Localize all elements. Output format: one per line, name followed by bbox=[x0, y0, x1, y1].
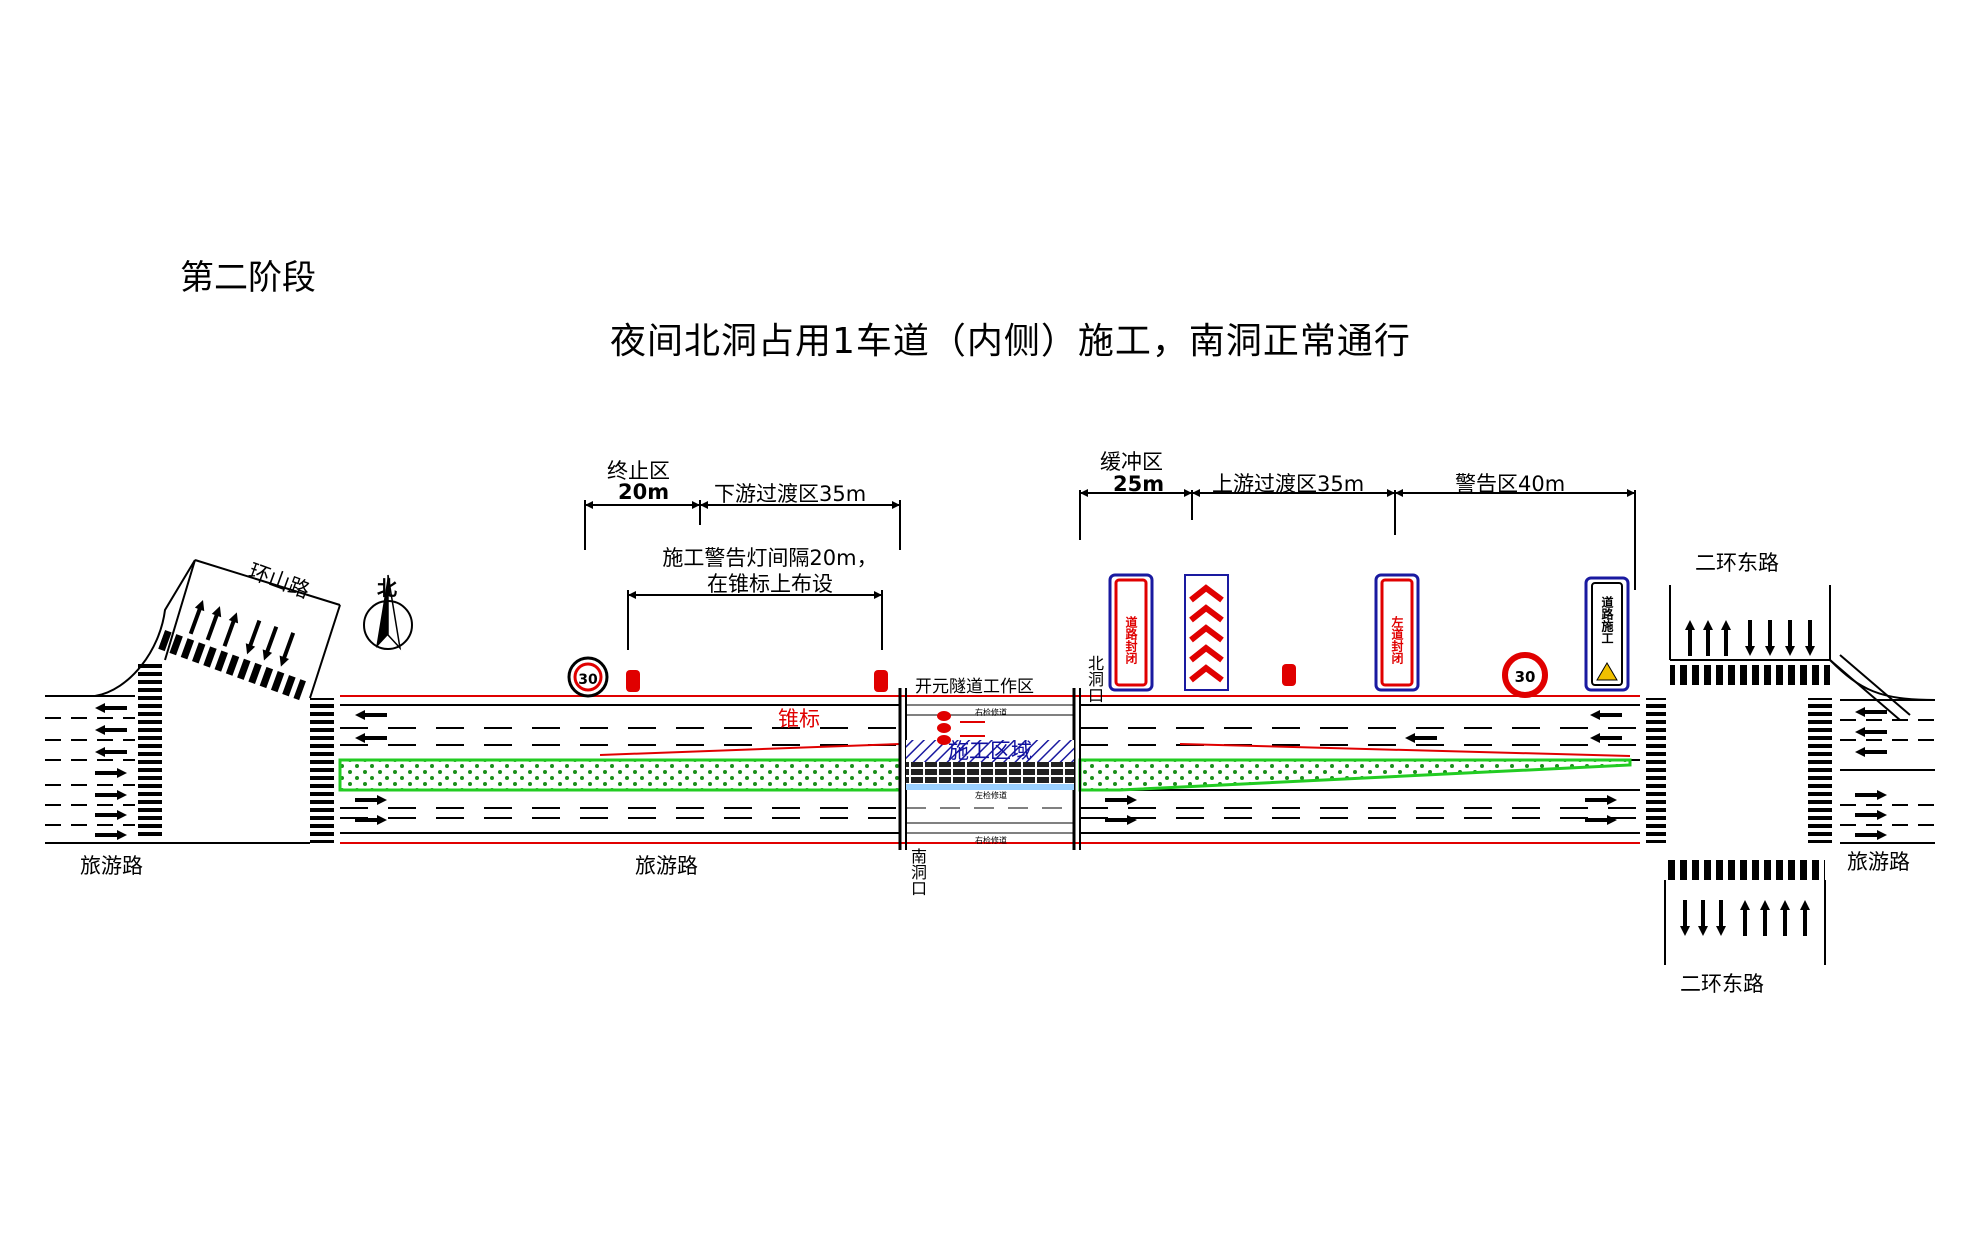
tunnel-wall bbox=[906, 762, 1074, 784]
upstream-taper-label: 上游过渡区35m bbox=[1212, 472, 1365, 496]
construction-zone-hatch bbox=[906, 740, 1074, 762]
left-lane-closed-sign-icon: 左道封闭 bbox=[1374, 573, 1420, 692]
termination-zone-label: 终止区 bbox=[607, 459, 670, 483]
warning-lamp-icon bbox=[626, 664, 1296, 692]
right-intersection bbox=[1664, 585, 1936, 965]
chevron-board-icon bbox=[1184, 574, 1229, 691]
diagram-title: 夜间北洞占用1车道（内侧）施工，南洞正常通行 bbox=[610, 321, 1411, 362]
traffic-cone-icon bbox=[937, 711, 951, 745]
crosswalk-right-south bbox=[1665, 860, 1825, 880]
dimension-lines bbox=[584, 490, 1636, 650]
svg-text:道路施工: 道路施工 bbox=[1600, 595, 1614, 644]
lamp-note-line2: 在锥标上布设 bbox=[707, 572, 833, 596]
crosswalk-left-east bbox=[310, 698, 334, 843]
work-area-label: 开元隧道工作区 bbox=[915, 677, 1034, 697]
svg-text:30: 30 bbox=[578, 672, 598, 688]
lvyou-road-mid-label: 旅游路 bbox=[635, 854, 698, 878]
crosswalk-right-north bbox=[1670, 665, 1830, 685]
south-portal-label: 南洞口 bbox=[908, 848, 927, 896]
speed-limit-sign-icon: 30 bbox=[1502, 652, 1548, 698]
road-closed-sign-icon: 道路封闭 bbox=[1108, 573, 1154, 692]
compass-label: 北 bbox=[377, 576, 397, 600]
buffer-zone-length: 25m bbox=[1113, 472, 1165, 496]
north-arrow-icon bbox=[363, 574, 413, 651]
north-portal-label: 北洞口 bbox=[1085, 655, 1104, 703]
lvyou-road-left-label: 旅游路 bbox=[80, 854, 143, 878]
curb-label-top: 右检修道 bbox=[975, 708, 1007, 717]
tunnel-section bbox=[898, 688, 1081, 850]
speed-limit-sign-icon: 30 bbox=[567, 656, 609, 698]
svg-text:30: 30 bbox=[1515, 668, 1536, 686]
lvyou-road-right-label: 旅游路 bbox=[1847, 850, 1910, 874]
buffer-zone-label: 缓冲区 bbox=[1100, 450, 1163, 474]
warning-zone-label: 警告区40m bbox=[1455, 472, 1566, 496]
erhuan-road-top-label: 二环东路 bbox=[1695, 551, 1779, 575]
lamp-note: 施工警告灯间隔20m， 在锥标上布设 bbox=[640, 545, 900, 597]
stage-label: 第二阶段 bbox=[180, 258, 316, 298]
svg-text:道路封闭: 道路封闭 bbox=[1124, 615, 1138, 665]
termination-zone-length: 20m bbox=[618, 480, 670, 504]
crosswalk-right-east bbox=[1808, 698, 1832, 843]
downstream-taper-label: 下游过渡区35m bbox=[714, 482, 867, 506]
construction-zone-label: 施工区域 bbox=[948, 739, 1032, 763]
erhuan-road-bottom-label: 二环东路 bbox=[1680, 972, 1764, 996]
curb-label-bottom: 右检修道 bbox=[975, 836, 1007, 845]
road-work-sign-icon: 道路施工 bbox=[1584, 576, 1630, 692]
dimension-ticks bbox=[585, 489, 1635, 599]
crosswalk-right-west bbox=[1646, 698, 1666, 843]
left-intersection bbox=[45, 559, 341, 844]
lamp-note-line1: 施工警告灯间隔20m， bbox=[662, 546, 878, 570]
svg-text:左道封闭: 左道封闭 bbox=[1390, 615, 1404, 665]
crosswalk-left-west bbox=[138, 660, 162, 840]
curb-label-mid: 左检修道 bbox=[975, 791, 1007, 800]
cone-label: 锥标 bbox=[778, 707, 820, 731]
